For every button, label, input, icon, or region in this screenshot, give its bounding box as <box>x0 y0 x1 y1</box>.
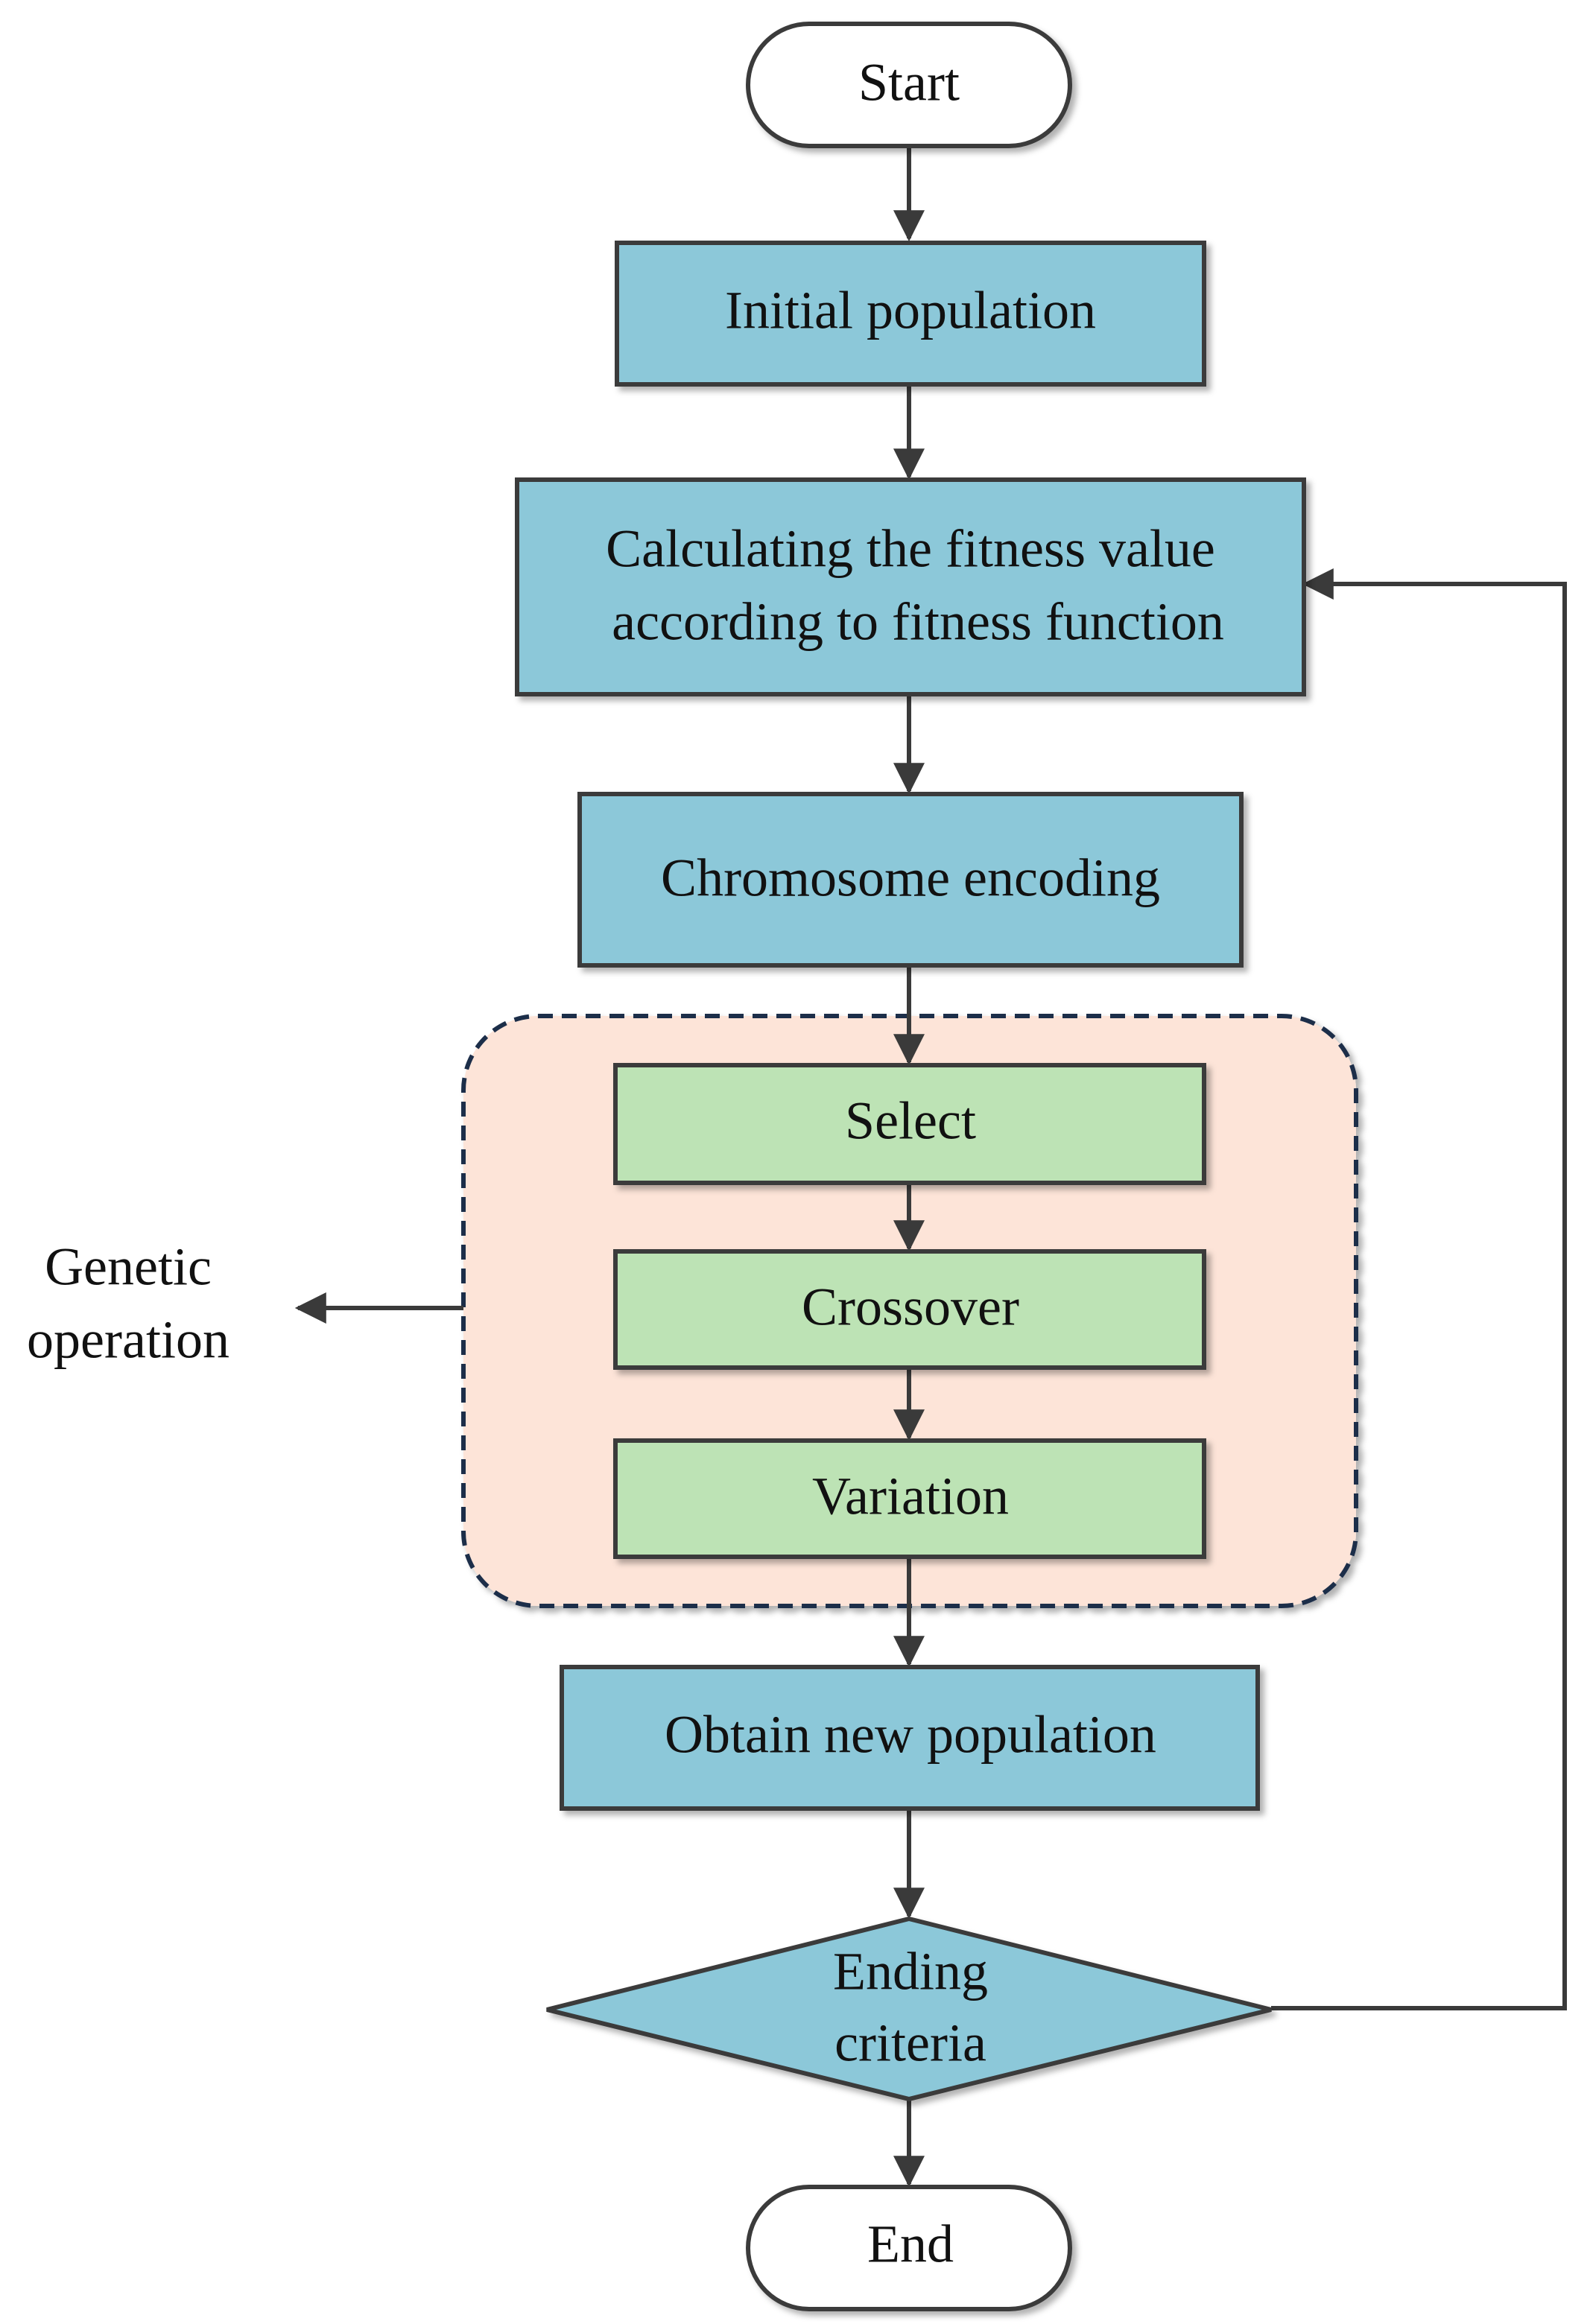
fitness-label-line1: Calculating the fitness value <box>606 519 1215 579</box>
start-label: Start <box>858 53 960 112</box>
chromosome-encoding-label: Chromosome encoding <box>661 848 1160 908</box>
select-label: Select <box>845 1091 976 1151</box>
chromosome-encoding-node: Chromosome encoding <box>577 792 1244 968</box>
crossover-label: Crossover <box>802 1277 1019 1337</box>
genetic-operation-label-line2: operation <box>27 1310 229 1370</box>
end-node: End <box>746 2185 1072 2311</box>
variation-node: Variation <box>613 1438 1206 1559</box>
connectors <box>294 146 1567 2188</box>
initial-population-node: Initial population <box>615 241 1206 387</box>
genetic-operation-label: Genetic operation <box>27 1237 229 1370</box>
ending-criteria-label-line1: Ending <box>833 1942 988 2001</box>
obtain-new-population-node: Obtain new population <box>560 1665 1260 1811</box>
genetic-operation-label-line1: Genetic <box>45 1237 212 1297</box>
ending-criteria-node: Ending criteria <box>546 1916 1272 2102</box>
initial-population-label: Initial population <box>725 281 1096 340</box>
obtain-new-population-label: Obtain new population <box>665 1705 1156 1765</box>
variation-label: Variation <box>812 1467 1009 1526</box>
loop-back-arrow <box>1271 568 1567 2010</box>
start-node: Start <box>746 22 1072 148</box>
ending-criteria-label-line2: criteria <box>834 2013 986 2073</box>
fitness-label-line2: according to fitness function <box>612 592 1224 652</box>
select-node: Select <box>613 1063 1206 1185</box>
crossover-node: Crossover <box>613 1249 1206 1370</box>
fitness-node: Calculating the fitness value according … <box>515 477 1306 696</box>
end-label: End <box>867 2215 954 2274</box>
